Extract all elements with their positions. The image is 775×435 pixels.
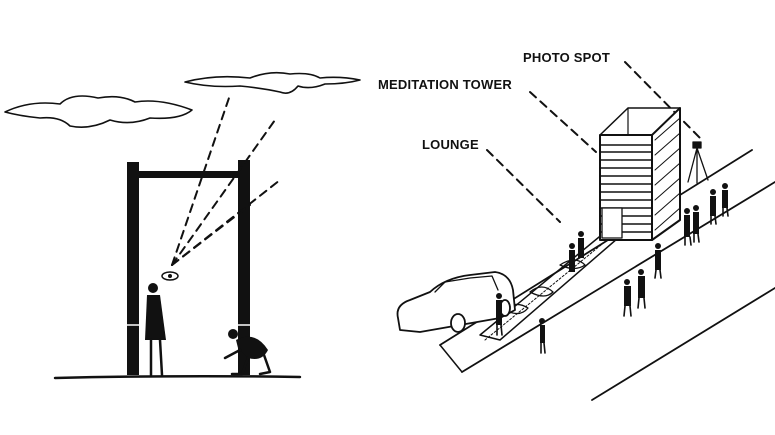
car bbox=[396, 271, 516, 333]
street-edge bbox=[591, 287, 775, 401]
left-scene bbox=[4, 71, 361, 380]
label-lounge: LOUNGE bbox=[422, 137, 479, 152]
pedestrians bbox=[496, 183, 728, 343]
cloud-left bbox=[4, 95, 193, 128]
cloud-right bbox=[184, 71, 361, 94]
sight-lines bbox=[171, 94, 281, 266]
right-scene bbox=[396, 61, 775, 401]
meditation-tower bbox=[599, 107, 681, 241]
right-post bbox=[238, 160, 250, 375]
label-meditation-tower: MEDITATION TOWER bbox=[378, 77, 512, 92]
leader-lines bbox=[486, 61, 701, 223]
pedestrian-legs bbox=[496, 207, 729, 354]
crossbar bbox=[133, 171, 245, 178]
left-post bbox=[127, 162, 139, 375]
eye-icon bbox=[161, 271, 179, 281]
photo-spot-tripod bbox=[687, 141, 709, 184]
ground-line bbox=[53, 374, 302, 380]
standing-person bbox=[145, 283, 166, 377]
crouching-person bbox=[223, 329, 272, 376]
label-photo-spot: PHOTO SPOT bbox=[523, 50, 610, 65]
